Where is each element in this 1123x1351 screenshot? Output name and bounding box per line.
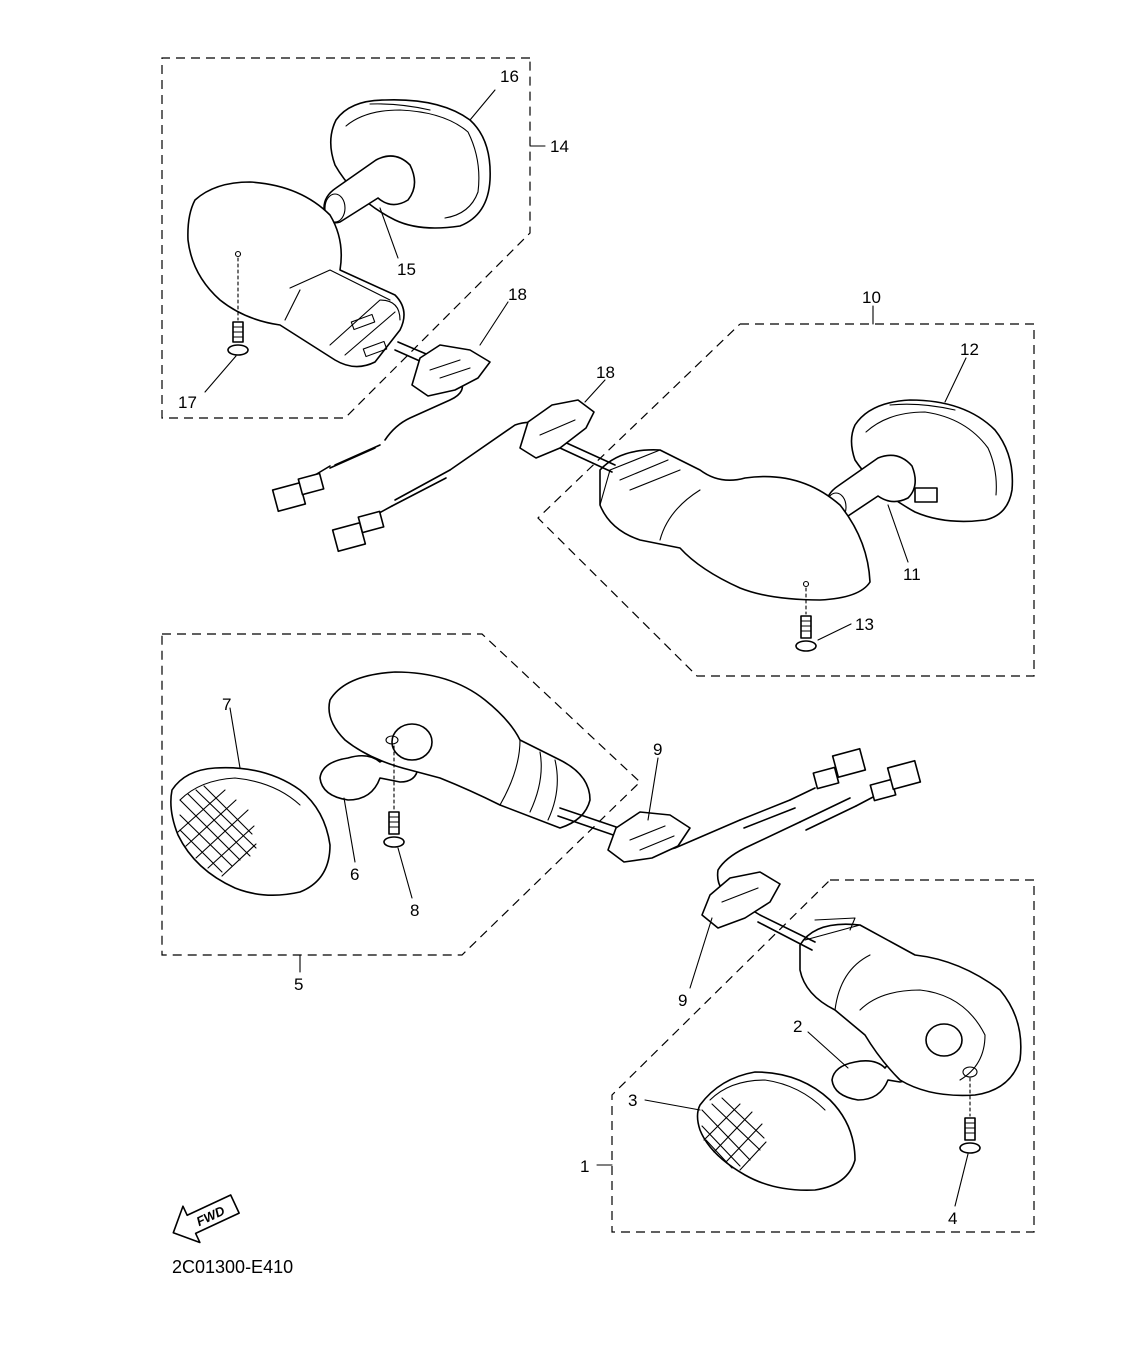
callout-3: 3 [628, 1091, 637, 1110]
callout-13: 13 [855, 615, 874, 634]
callout-6: 6 [350, 865, 359, 884]
callout-labels: 16 14 15 17 18 18 10 12 11 13 7 9 6 8 5 … [178, 67, 979, 1228]
callout-4: 4 [948, 1209, 957, 1228]
grommet-18b [519, 399, 595, 459]
flasher-assembly-5 [170, 671, 867, 896]
housing-14 [187, 181, 405, 368]
grommet-9a [607, 811, 691, 863]
callout-9b: 9 [678, 991, 687, 1010]
grommet-9b [701, 871, 781, 929]
group-outline-10 [537, 323, 1035, 677]
callout-5: 5 [294, 975, 303, 994]
callout-12: 12 [960, 340, 979, 359]
screw-4 [964, 1117, 976, 1141]
callout-9a: 9 [653, 740, 662, 759]
lens-3 [696, 1071, 856, 1192]
screw-13 [800, 615, 812, 639]
housing-10 [599, 449, 871, 601]
housing-5 [328, 671, 591, 829]
callout-16: 16 [500, 67, 519, 86]
callout-8: 8 [410, 901, 419, 920]
callout-7: 7 [222, 695, 231, 714]
diagram-code: 2C01300-E410 [172, 1257, 293, 1277]
screw-8 [388, 811, 400, 835]
connector-5 [831, 747, 867, 779]
group-outline-14 [161, 57, 531, 419]
group-outline-5 [161, 633, 641, 956]
housing-1 [799, 923, 1022, 1097]
connector-10 [331, 521, 367, 553]
callout-11: 11 [903, 565, 921, 584]
flasher-assembly-1 [696, 759, 1022, 1192]
flasher-assembly-10 [331, 399, 1014, 652]
fwd-arrow-icon: FWD [172, 1194, 240, 1244]
grommet-18a [411, 344, 491, 397]
callout-18b: 18 [596, 363, 615, 382]
lens-grid-7 [177, 785, 257, 877]
callout-1: 1 [580, 1157, 589, 1176]
group-outline-1 [611, 879, 1035, 1233]
lens-grid-3 [701, 1097, 767, 1171]
callout-17: 17 [178, 393, 197, 412]
bulb-15 [323, 155, 416, 224]
callout-10: 10 [862, 288, 881, 307]
callout-18a: 18 [508, 285, 527, 304]
leader-lines [204, 89, 969, 1207]
callout-14: 14 [550, 137, 569, 156]
callout-2: 2 [793, 1017, 802, 1036]
connector-1 [886, 759, 922, 791]
flasher-assembly-14 [187, 99, 491, 513]
lens-7 [170, 766, 331, 896]
callout-15: 15 [397, 260, 416, 279]
